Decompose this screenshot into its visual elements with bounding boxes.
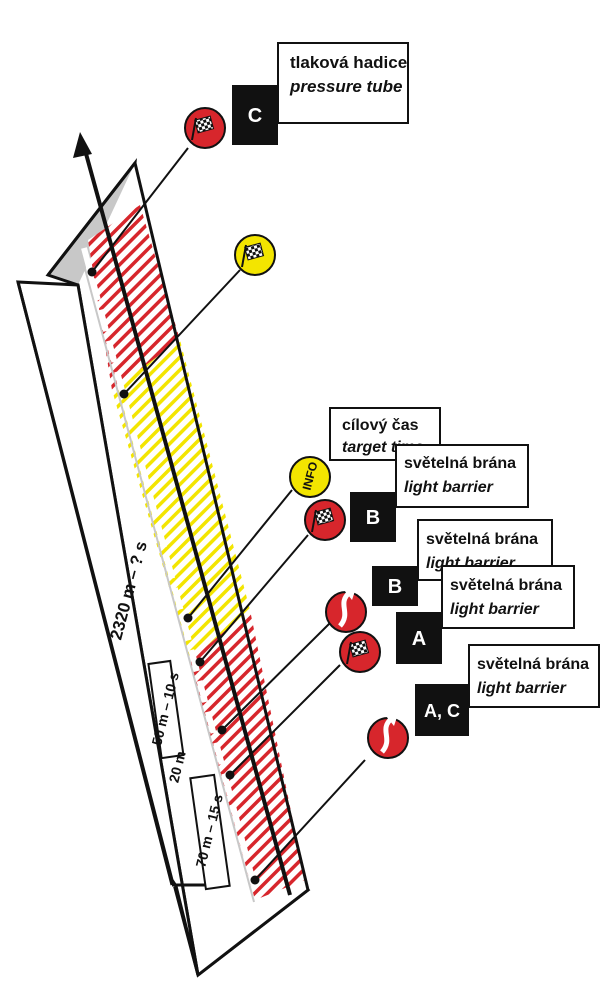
direction-arrow-icon bbox=[73, 132, 92, 158]
zone-red-bottom bbox=[190, 610, 305, 900]
label-line1: světelná brána bbox=[404, 455, 516, 472]
label-line1: světelná brána bbox=[450, 577, 562, 594]
road-edge-right bbox=[133, 162, 310, 891]
label-code: C bbox=[248, 105, 262, 127]
label-code: A, C bbox=[424, 701, 460, 721]
direction-line bbox=[83, 149, 292, 896]
label-line1: světelná brána bbox=[477, 656, 589, 673]
road-cap-bottom bbox=[197, 888, 309, 977]
zone-50-box bbox=[147, 659, 185, 760]
label-pressure-tube: C tlaková hadice pressure tube bbox=[232, 42, 409, 145]
curved-arrow-icon bbox=[367, 714, 409, 759]
label-code: B bbox=[388, 576, 402, 598]
label-light-barrier-a: A světelná brána light barrier bbox=[396, 565, 575, 664]
label-line1: tlaková hadice bbox=[290, 53, 407, 72]
label-line2: pressure tube bbox=[289, 77, 402, 96]
label-light-barrier-b-upper: B světelná brána light barrier bbox=[350, 444, 529, 542]
label-line1: světelná brána bbox=[426, 531, 538, 548]
zone-70-box bbox=[189, 773, 231, 891]
label-line2: light barrier bbox=[450, 601, 540, 618]
label-code: B bbox=[366, 507, 380, 529]
label-line2: light barrier bbox=[404, 479, 494, 496]
road-cap-top bbox=[46, 162, 137, 276]
panel-edge bbox=[16, 281, 174, 886]
info-icon: INFO bbox=[289, 456, 331, 498]
label-target-time: cílový čas target time bbox=[329, 407, 441, 461]
label-code: A bbox=[412, 628, 426, 650]
checkered-flag-icon bbox=[304, 499, 346, 541]
curved-arrow-icon bbox=[325, 588, 367, 633]
label-light-barrier-ac: A, C světelná brána light barrier bbox=[415, 644, 600, 736]
checkered-flag-icon bbox=[339, 631, 381, 673]
checkered-flag-icon bbox=[184, 107, 226, 149]
zone-20-label: 20 m bbox=[166, 749, 189, 784]
leader-lines bbox=[91, 147, 366, 881]
checkered-flag-icon bbox=[234, 234, 276, 276]
road-gray-strip bbox=[79, 249, 255, 903]
road-dashed-edge bbox=[81, 247, 261, 901]
connector-dots bbox=[87, 267, 260, 885]
label-line2: light barrier bbox=[477, 680, 567, 697]
label-line1: cílový čas bbox=[342, 417, 419, 434]
